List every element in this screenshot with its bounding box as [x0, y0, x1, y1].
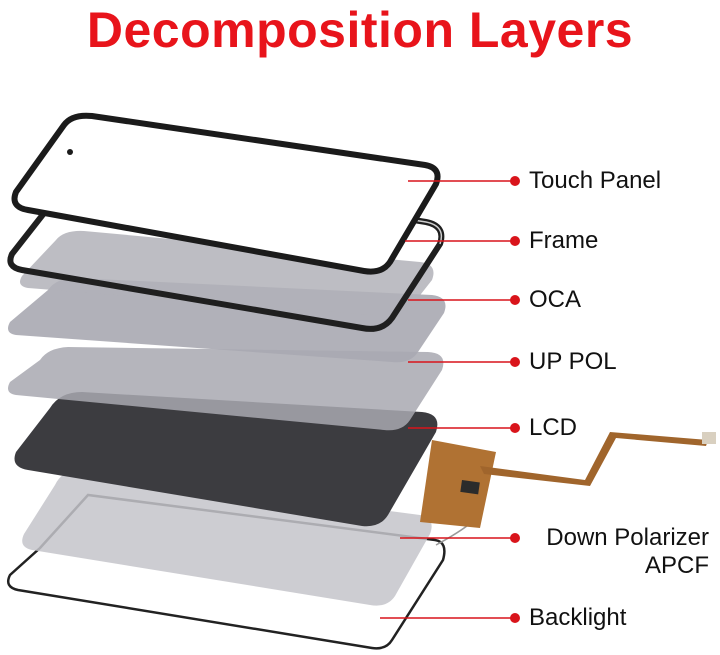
label-down-polarizer: Down Polarizer APCF [529, 524, 709, 580]
lcd-layer [14, 392, 716, 528]
label-up-pol: UP POL [529, 348, 617, 375]
up-pol-layer [8, 347, 444, 431]
touch-panel-layer [11, 112, 441, 275]
label-down-polarizer-line1: Down Polarizer [546, 524, 709, 551]
label-touch-panel: Touch Panel [529, 167, 662, 194]
callouts [380, 176, 520, 623]
label-lcd: LCD [529, 414, 578, 441]
label-backlight: Backlight [529, 604, 627, 631]
label-frame: Frame [529, 227, 599, 254]
label-oca: OCA [529, 286, 582, 313]
label-down-polarizer-line2: APCF [644, 552, 709, 579]
film-layer [20, 230, 434, 317]
page-title: Decomposition Layers [86, 2, 634, 58]
